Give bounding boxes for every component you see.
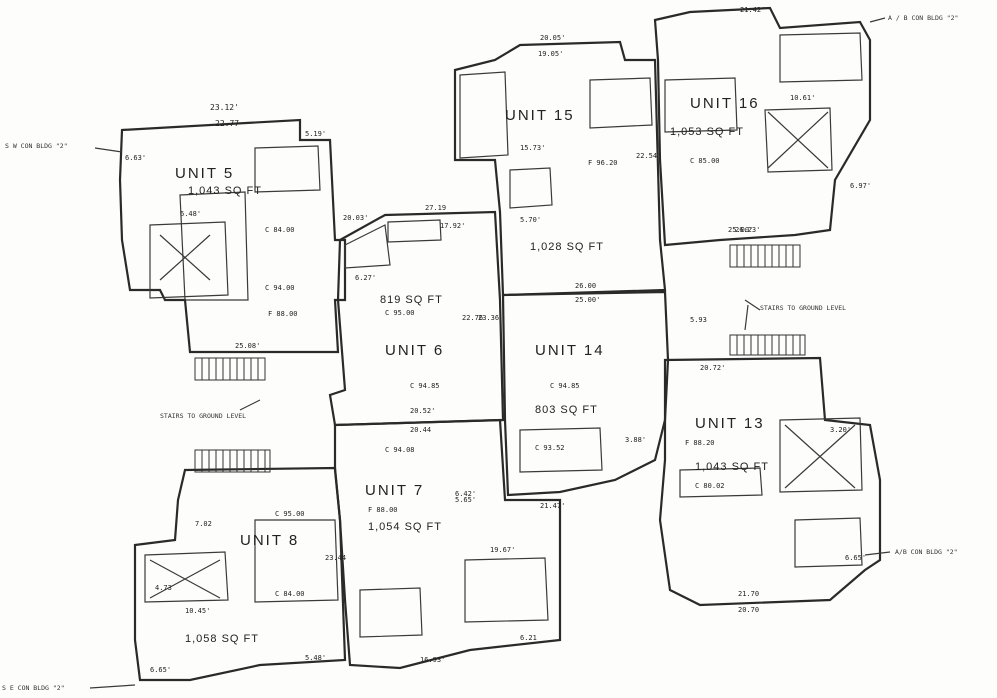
dim-label: 20.72' [700, 364, 725, 372]
dim-label: 26.23' [735, 226, 760, 234]
dim-label: 22.77 [215, 119, 239, 128]
dim-label: 27.19 [425, 204, 446, 212]
elevation-label: F 88.00 [268, 310, 298, 318]
unit-13-area: 1,043 SQ FT [695, 461, 769, 473]
dim-label: 15.73' [520, 144, 545, 152]
unit-8-area: 1,058 SQ FT [185, 633, 259, 645]
stairs-right [729, 244, 806, 356]
dim-label: 19.67' [490, 546, 515, 554]
dim-label: 6.97' [850, 182, 871, 190]
elevation-label: C 84.00 [275, 590, 305, 598]
unit-14-walls [501, 290, 670, 497]
unit-7-walls [333, 418, 562, 670]
unit-8-walls [133, 466, 347, 682]
dim-label: 6.21 [520, 634, 537, 642]
unit-13-label: UNIT 13 [695, 415, 765, 432]
dim-label: 23.12' [210, 103, 239, 112]
dim-label: 5.93 [690, 316, 707, 324]
dim-label: 19.05' [538, 50, 563, 58]
elevation-label: C 95.00 [385, 309, 415, 317]
callout-left: S W CON BLDG "2" [5, 142, 68, 150]
unit-14-label: UNIT 14 [535, 342, 605, 359]
dim-label: 10.61' [790, 94, 815, 102]
callout-leaders [89, 17, 891, 689]
stairs-left [194, 357, 271, 473]
stairs-note-right: STAIRS TO GROUND LEVEL [760, 304, 846, 312]
unit-15-area: 1,028 SQ FT [530, 241, 604, 253]
unit-15-label: UNIT 15 [505, 107, 575, 124]
dim-label: 23.44 [325, 554, 346, 562]
dim-label: 25.00' [728, 226, 753, 234]
dim-label: 3.88' [625, 436, 646, 444]
dim-label: 20.03' [343, 214, 368, 222]
dim-label: 22.54' [636, 152, 661, 160]
elevation-label: C 85.00 [690, 157, 720, 165]
dim-label: 7.02 [195, 520, 212, 528]
callout-bottom-right: A/B CON BLDG "2" [895, 548, 958, 556]
unit-13-walls [658, 356, 882, 607]
stairs-note-left: STAIRS TO GROUND LEVEL [160, 412, 246, 420]
dim-label: 22.76 [462, 314, 483, 322]
elevation-label: C 95.00 [275, 510, 305, 518]
elevation-label: F 88.20 [685, 439, 715, 447]
unit-6-area: 819 SQ FT [380, 294, 443, 306]
dim-label: 5.70' [520, 216, 541, 224]
unit-16-area: 1,053 SQ FT [670, 126, 744, 138]
elevation-label: C 94.08 [385, 446, 415, 454]
elevation-label: C 93.52 [535, 444, 565, 452]
dim-label: 25.00' [575, 296, 600, 304]
dim-label: 21.70 [738, 590, 759, 598]
callout-top-right: A / B CON BLDG "2" [888, 14, 958, 22]
dim-label: 21.42' [740, 6, 765, 14]
dim-label: 17.92' [440, 222, 465, 230]
dim-label: 6.27' [355, 274, 376, 282]
elevation-label: F 96.20 [588, 159, 618, 167]
unit-6-label: UNIT 6 [385, 342, 444, 359]
dim-label: 6.42' [455, 490, 476, 498]
dim-label: 6.63' [125, 154, 146, 162]
dim-label: 21.47' [540, 502, 565, 510]
elevation-label: C 80.02 [695, 482, 725, 490]
elevation-label: C 94.85 [550, 382, 580, 390]
dim-label: 6.65' [150, 666, 171, 674]
unit-7-label: UNIT 7 [365, 482, 424, 499]
dim-label: 5.65' [455, 496, 476, 504]
dim-label: 26.00 [575, 282, 596, 290]
dim-label: 5.48' [305, 654, 326, 662]
dim-label: 16.93' [420, 656, 445, 664]
elevation-label: F 88.00 [368, 506, 398, 514]
dim-label: 20.05' [540, 34, 565, 42]
dim-label: 20.52' [410, 407, 435, 415]
unit-15-walls [453, 40, 667, 297]
dim-label: 23.36 [478, 314, 499, 322]
elevation-label: C 94.00 [265, 284, 295, 292]
dim-label: 20.70 [738, 606, 759, 614]
unit-14-area: 803 SQ FT [535, 404, 598, 416]
unit-7-area: 1,054 SQ FT [368, 521, 442, 533]
callout-bottom-left: S E CON BLDG "2" [2, 684, 65, 692]
dim-label: 25.08' [235, 342, 260, 350]
dim-label: 20.44 [410, 426, 431, 434]
dim-label: 5.19' [305, 130, 326, 138]
dim-label: 6.65' [845, 554, 866, 562]
unit-5-area: 1,043 SQ FT [188, 185, 262, 197]
dim-label: 6.48' [180, 210, 201, 218]
unit-16-label: UNIT 16 [690, 95, 760, 112]
elevation-label: C 94.85 [410, 382, 440, 390]
dim-label: 10.45' [185, 607, 210, 615]
unit-16-walls [653, 6, 872, 247]
dim-label: 3.20' [830, 426, 851, 434]
unit-5-label: UNIT 5 [175, 165, 234, 182]
unit-8-label: UNIT 8 [240, 532, 299, 549]
dim-label: 4.73 [155, 584, 172, 592]
elevation-label: C 84.00 [265, 226, 295, 234]
unit-5-walls [118, 118, 347, 354]
